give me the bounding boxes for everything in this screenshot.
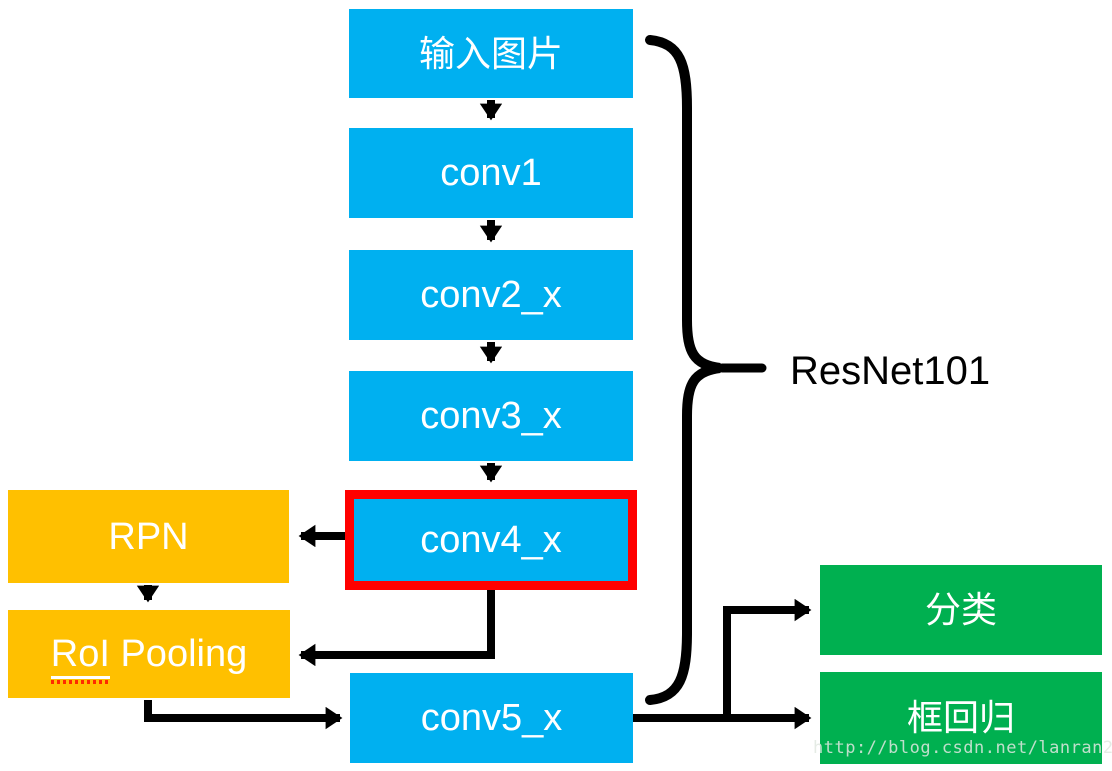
node-conv4-x-label: conv4_x <box>420 519 562 561</box>
arrow-conv5-to-classification <box>723 598 812 718</box>
roi-spellcheck-underline: RoI <box>50 633 110 679</box>
node-conv5-x: conv5_x <box>350 673 633 763</box>
node-roi-pooling: RoI Pooling <box>8 610 290 698</box>
node-conv1-label: conv1 <box>440 152 542 194</box>
node-box-regression: 框回归 <box>820 672 1102 764</box>
arrow-roi-pooling-to-conv5 <box>144 700 343 730</box>
node-conv3-x: conv3_x <box>349 371 633 461</box>
resnet101-label: ResNet101 <box>790 349 991 393</box>
node-rpn-label: RPN <box>108 515 189 558</box>
node-input-image-label: 输入图片 <box>418 32 563 74</box>
node-rpn: RPN <box>8 490 289 583</box>
arrow-conv4-to-roi-pooling <box>298 590 495 667</box>
node-conv2-x-label: conv2_x <box>420 274 562 316</box>
node-conv3-x-label: conv3_x <box>420 395 562 437</box>
node-input-image: 输入图片 <box>349 9 633 98</box>
node-classification: 分类 <box>820 565 1102 655</box>
node-roi-pooling-label: RoI Pooling <box>50 633 248 679</box>
node-conv1: conv1 <box>349 128 633 218</box>
node-conv4-x-highlighted: conv4_x <box>345 490 637 590</box>
node-conv2-x: conv2_x <box>349 250 633 340</box>
node-conv5-x-label: conv5_x <box>420 697 563 739</box>
csdn-watermark: http://blog.csdn.net/lanran2 <box>813 738 1112 758</box>
roi-pooling-label-rest: Pooling <box>109 633 248 675</box>
resnet101-brace <box>645 35 721 705</box>
node-classification-label: 分类 <box>924 589 997 630</box>
node-box-regression-label: 框回归 <box>906 697 1015 738</box>
